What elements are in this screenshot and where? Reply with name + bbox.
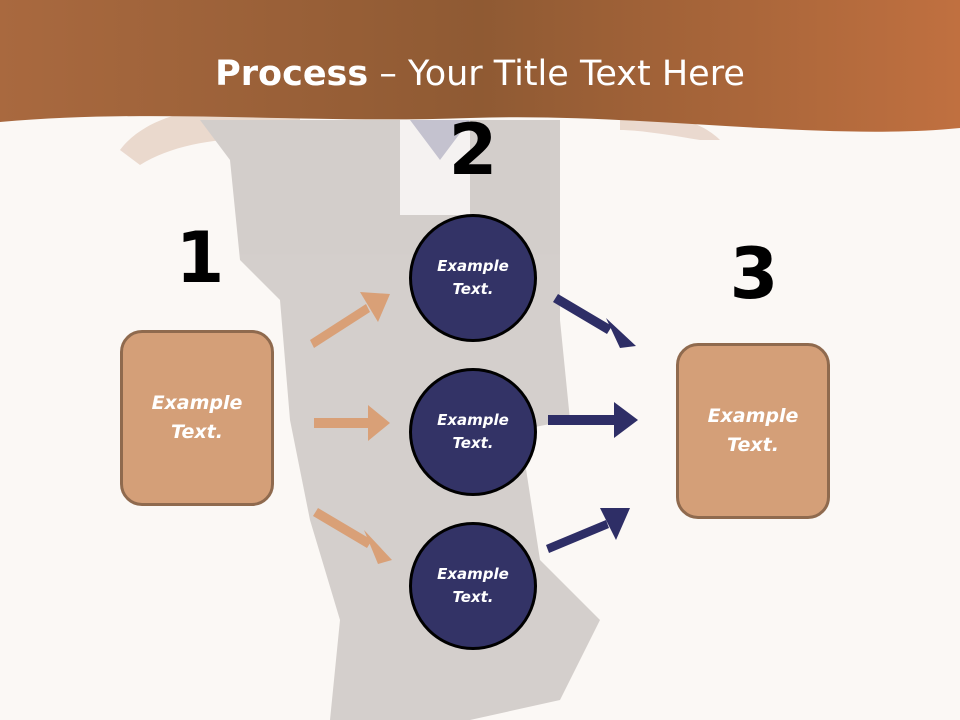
title-bold: Process xyxy=(215,54,369,94)
arrow-right-down xyxy=(553,294,636,348)
circle-bottom: Example Text. xyxy=(409,522,537,650)
arrow-right-up xyxy=(546,508,630,553)
right-box-text: Example Text. xyxy=(707,405,799,456)
arrow-left-straight xyxy=(314,405,390,441)
circle-middle: Example Text. xyxy=(409,368,537,496)
header-band xyxy=(0,0,960,132)
title-rest: – Your Title Text Here xyxy=(368,54,745,94)
circle-middle-text: Example Text. xyxy=(437,411,509,452)
step-number-1: 1 xyxy=(175,217,225,299)
circle-bottom-text: Example Text. xyxy=(437,565,509,606)
step-number-3: 3 xyxy=(729,233,779,315)
circle-top: Example Text. xyxy=(409,214,537,342)
step-number-2: 2 xyxy=(448,109,498,191)
left-box: Example Text. xyxy=(120,330,274,506)
arrow-right-straight xyxy=(548,402,638,438)
left-box-text: Example Text. xyxy=(151,392,243,443)
right-box: Example Text. xyxy=(676,343,830,519)
arrow-left-up xyxy=(310,292,390,348)
circle-top-text: Example Text. xyxy=(437,257,509,298)
arrow-left-down xyxy=(313,508,392,564)
slide-title: Process – Your Title Text Here xyxy=(0,52,960,96)
